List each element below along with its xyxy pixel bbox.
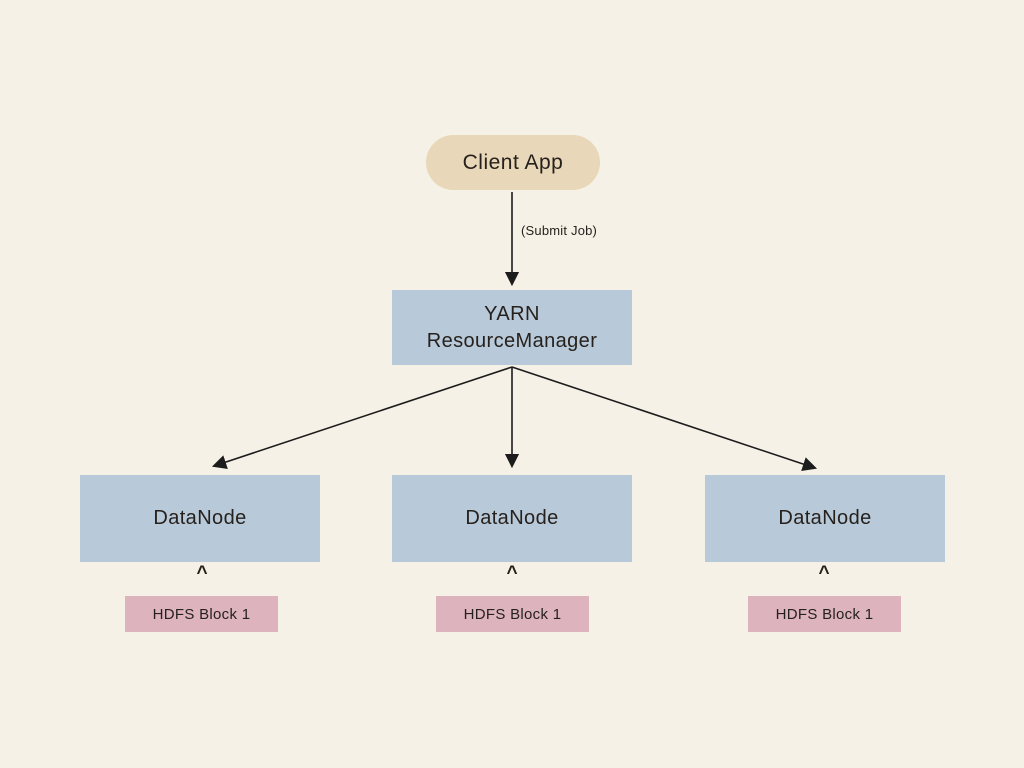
- datanode-node-left: DataNode: [80, 475, 320, 562]
- yarn-label-line2: ResourceManager: [426, 329, 598, 352]
- arrow-yarn-to-datanode-right: [511, 366, 818, 471]
- yarn-label-line1: YARN: [484, 302, 540, 325]
- hdfs-block-label: HDFS Block 1: [463, 605, 562, 623]
- arrow-yarn-to-datanode-left: [211, 366, 513, 469]
- datanode-label: DataNode: [778, 507, 872, 529]
- submit-job-edge-label: (Submit Job): [521, 223, 598, 238]
- hdfs-block-label: HDFS Block 1: [775, 605, 874, 623]
- hdfs-block-node-middle: HDFS Block 1: [436, 596, 589, 632]
- hdfs-block-label: HDFS Block 1: [152, 605, 251, 623]
- hdfs-block-node-left: HDFS Block 1: [125, 596, 278, 632]
- client-app-node: Client App: [426, 135, 600, 190]
- client-app-label: Client App: [462, 150, 564, 174]
- upward-caret-icon: ^: [818, 563, 830, 584]
- upward-caret-icon: ^: [506, 563, 518, 584]
- hdfs-block-node-right: HDFS Block 1: [748, 596, 901, 632]
- datanode-node-middle: DataNode: [392, 475, 632, 562]
- datanode-label: DataNode: [153, 507, 247, 529]
- upward-caret-icon: ^: [196, 563, 208, 584]
- datanode-label: DataNode: [465, 507, 559, 529]
- yarn-resourcemanager-node: YARN ResourceManager: [392, 290, 632, 365]
- datanode-node-right: DataNode: [705, 475, 945, 562]
